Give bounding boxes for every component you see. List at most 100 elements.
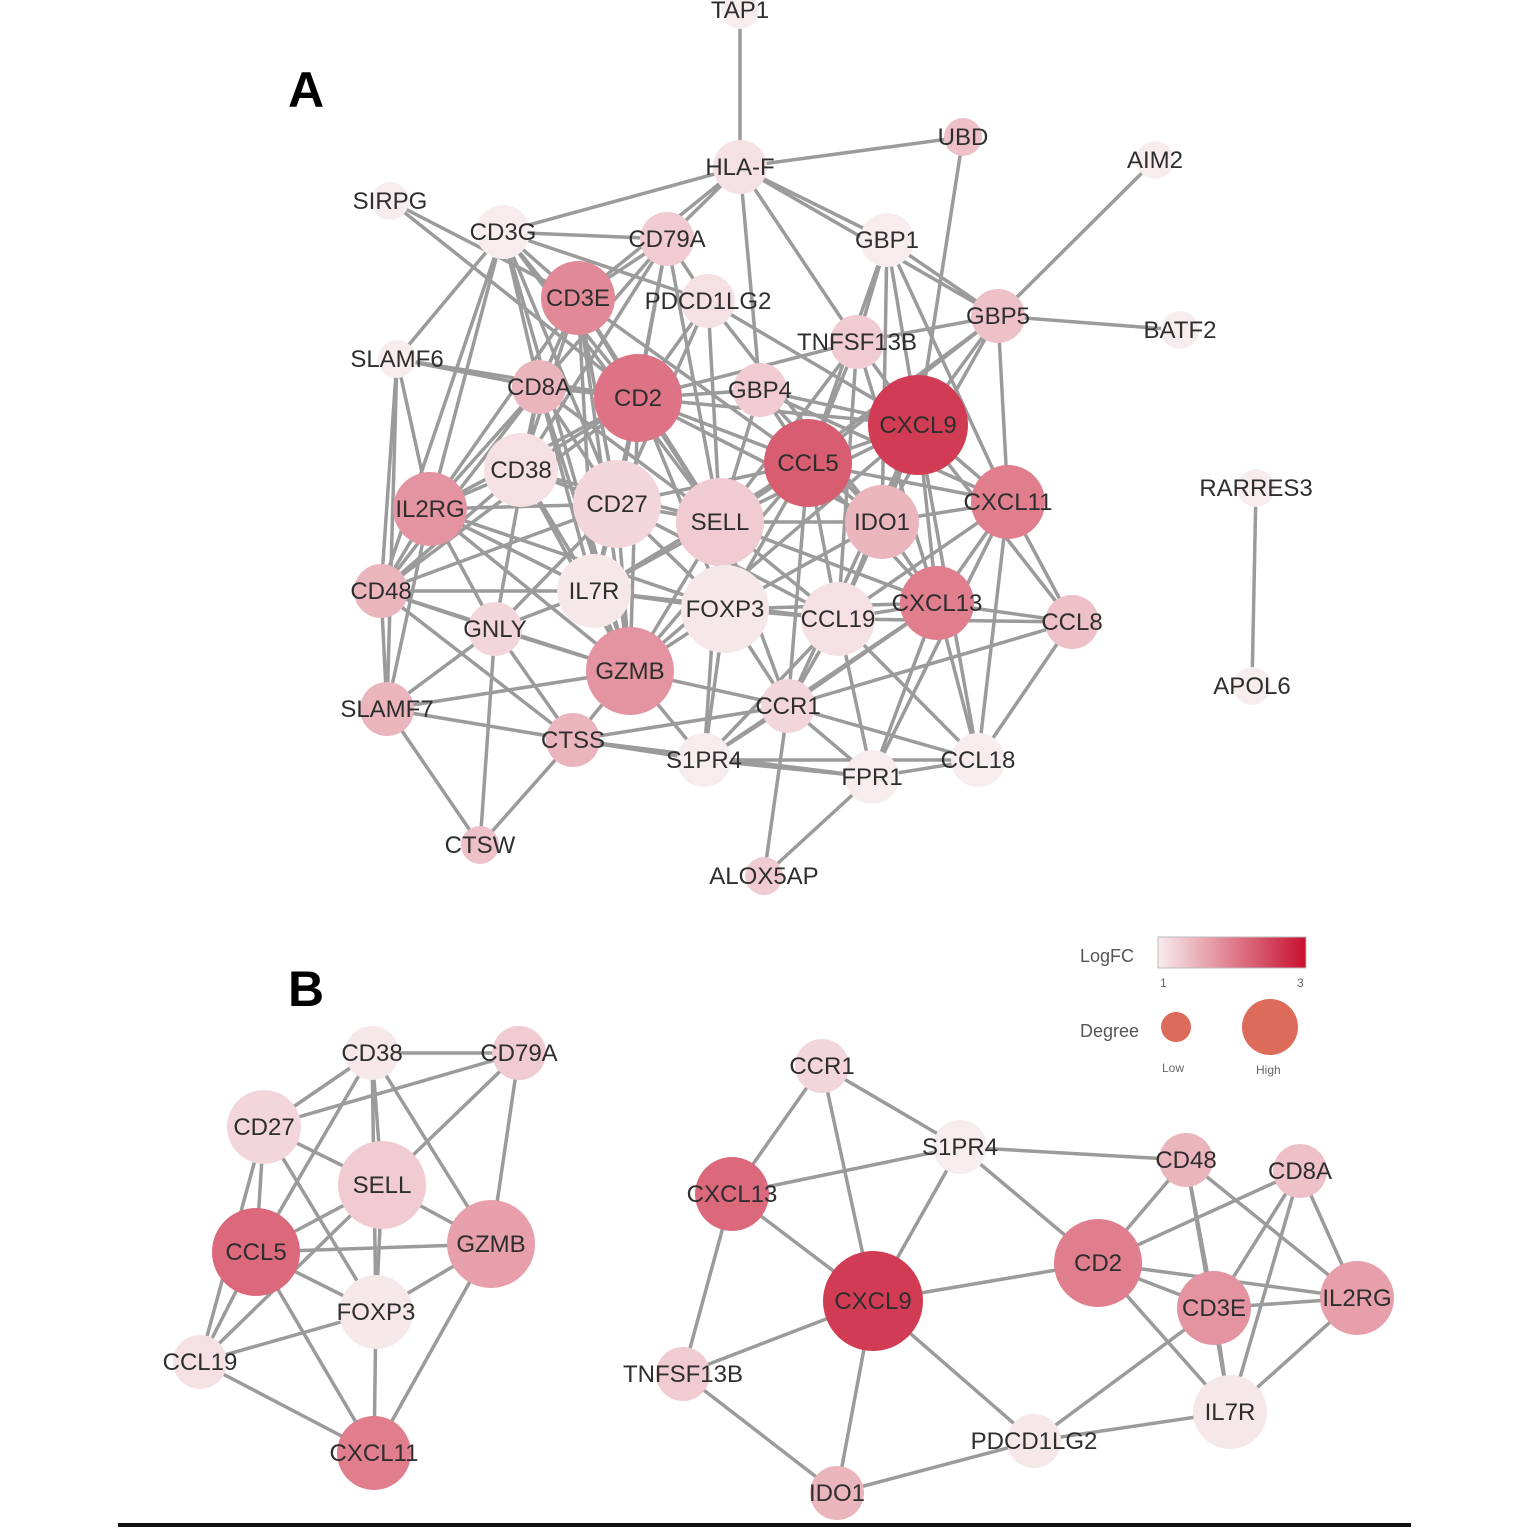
node-label: SLAMF6 (350, 346, 443, 373)
node-ccr1: CCR1 (755, 679, 821, 733)
node-label: CTSS (541, 727, 605, 754)
node-ctsw: CTSW (445, 826, 516, 864)
node-circle (338, 1141, 426, 1229)
node-pdcd1lg2: PDCD1LG2 (971, 1414, 1097, 1468)
node-circle (337, 1416, 411, 1490)
node-label: CXCL13 (892, 590, 983, 617)
node-ctss: CTSS (541, 713, 605, 767)
edge-gbp5-batf2 (996, 314, 1182, 332)
node-circle (677, 733, 731, 787)
node-circle (557, 554, 631, 628)
node-label: PDCD1LG2 (645, 288, 772, 315)
node-gzmb: GZMB (447, 1200, 535, 1288)
node-label: FOXP3 (686, 596, 765, 623)
node-circle (371, 182, 409, 220)
node-circle (339, 1275, 413, 1349)
node-label: CXCL13 (687, 1181, 778, 1208)
edge-cxcl9-ccr1 (786, 423, 920, 708)
edge-hla-f-gbp4 (738, 165, 762, 392)
node-cxcl9: CXCL9 (823, 1251, 923, 1351)
legend-logfc-max: 3 (1297, 976, 1304, 990)
node-circle (721, 0, 759, 29)
node-circle (541, 261, 615, 335)
node-circle (1320, 1261, 1394, 1335)
node-label: TAP1 (711, 0, 769, 24)
node-circle (1177, 1271, 1251, 1345)
node-circle (1054, 1219, 1142, 1307)
node-cd3g: CD3G (470, 205, 537, 259)
node-label: CD79A (628, 226, 705, 253)
node-circle (764, 419, 852, 507)
edge-ccl8-ccl18 (976, 620, 1074, 762)
node-circle (745, 857, 783, 895)
edge-cd3g-cd79a (501, 230, 669, 241)
node-ido1: IDO1 (809, 1466, 865, 1520)
node-label: CCR1 (789, 1053, 854, 1080)
legend-logfc-label: LogFC (1080, 946, 1134, 966)
node-circle (378, 340, 416, 378)
node-label: TNFSF13B (797, 329, 917, 356)
node-gzmb: GZMB (586, 627, 674, 715)
node-tap1: TAP1 (711, 0, 769, 29)
panel-label-b: B (288, 961, 324, 1017)
node-label: CD48 (350, 578, 411, 605)
edge-ccl8-ccr1 (786, 620, 1074, 708)
edge-hla-f-tnfsf13b (738, 165, 859, 344)
node-il7r: IL7R (557, 554, 631, 628)
node-label: IL2RG (395, 496, 464, 523)
node-ccl19: CCL19 (801, 582, 876, 656)
node-label: FOXP3 (337, 1299, 416, 1326)
edge-slamf6-slamf7 (385, 357, 399, 711)
edge-cd3g-slamf6 (395, 230, 505, 361)
edge-ccr1-alox5ap (762, 704, 790, 878)
node-label: CD2 (1074, 1250, 1122, 1277)
node-label: CD38 (341, 1040, 402, 1067)
node-circle (860, 213, 914, 267)
node-hla-f: HLA-F (705, 140, 775, 194)
node-label: ALOX5AP (709, 863, 818, 890)
node-label: BATF2 (1144, 317, 1217, 344)
node-label: GZMB (456, 1231, 525, 1258)
node-label: CCL19 (801, 606, 876, 633)
node-pdcd1lg2: PDCD1LG2 (645, 274, 772, 328)
node-label: SIRPG (353, 188, 428, 215)
node-cd48: CD48 (1155, 1133, 1217, 1187)
node-label: CD8A (507, 374, 571, 401)
node-label: CXCL9 (879, 412, 956, 439)
edge-cd3g-pdcd1lg2 (501, 230, 710, 303)
node-cd3e: CD3E (541, 261, 615, 335)
node-label: GBP1 (855, 227, 919, 254)
node-cd2: CD2 (1054, 1219, 1142, 1307)
node-label: SLAMF7 (340, 696, 433, 723)
node-circle (823, 1251, 923, 1351)
node-label: CTSW (445, 832, 516, 859)
node-cd38: CD38 (484, 433, 558, 507)
degree-high-circle (1242, 999, 1298, 1055)
node-sell: SELL (676, 478, 764, 566)
node-foxp3: FOXP3 (681, 565, 769, 653)
node-label: TNFSF13B (623, 1361, 743, 1388)
node-circle (1161, 311, 1199, 349)
node-circle (484, 433, 558, 507)
node-label: CCL5 (777, 450, 838, 477)
edge-cd8a-il7r (1228, 1169, 1302, 1414)
node-label: IL2RG (1322, 1285, 1391, 1312)
node-s1pr4: S1PR4 (666, 733, 742, 787)
node-circle (573, 460, 661, 548)
node-label: CD3G (470, 219, 537, 246)
node-circle (733, 363, 787, 417)
edge-slamf7-ctsw (385, 707, 482, 847)
node-aim2: AIM2 (1127, 141, 1183, 179)
node-cxcl9: CXCL9 (868, 375, 968, 475)
node-circle (900, 566, 974, 640)
node-circle (586, 627, 674, 715)
node-fpr1: FPR1 (841, 750, 903, 804)
node-label: CD38 (490, 457, 551, 484)
node-label: FPR1 (841, 764, 902, 791)
node-circle (676, 478, 764, 566)
node-label: CD79A (480, 1040, 557, 1067)
edge-cd3e-pdcd1lg2 (1032, 1306, 1216, 1443)
